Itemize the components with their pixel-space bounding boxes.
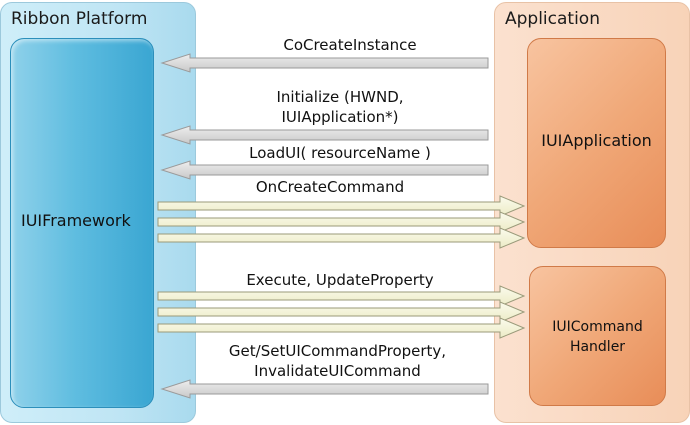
getset-label-line2: InvalidateUICommand [254, 362, 421, 380]
execute-arrows [157, 285, 526, 339]
getset-arrow [160, 379, 489, 399]
initialize-label-line2: IUIApplication*) [281, 108, 399, 126]
oncreate-arrows [157, 195, 526, 249]
iuiframework-box: IUIFramework [10, 38, 154, 408]
iuicommandhandler-box: IUICommand Handler [529, 266, 666, 406]
iuiapplication-label: IUIApplication [541, 131, 652, 150]
iuiapplication-box: IUIApplication [527, 38, 666, 248]
application-title: Application [505, 9, 600, 29]
initialize-arrow [160, 125, 489, 145]
cocreate-arrow [160, 53, 489, 73]
iuicommandhandler-label-line1: IUICommand [552, 319, 643, 335]
oncreate-label: OnCreateCommand [255, 178, 405, 196]
loadui-arrow [160, 160, 489, 180]
cocreate-label: CoCreateInstance [283, 36, 417, 54]
getset-label-line1: Get/SetUICommandProperty, [228, 342, 447, 360]
iuicommandhandler-label-line2: Handler [569, 339, 626, 355]
loadui-label: LoadUI( resourceName ) [249, 144, 431, 162]
ribbon-platform-title: Ribbon Platform [11, 9, 148, 29]
execute-label: Execute, UpdateProperty [246, 271, 434, 289]
initialize-label-line1: Initialize (HWND, [276, 88, 404, 106]
iuiframework-label: IUIFramework [21, 211, 131, 230]
